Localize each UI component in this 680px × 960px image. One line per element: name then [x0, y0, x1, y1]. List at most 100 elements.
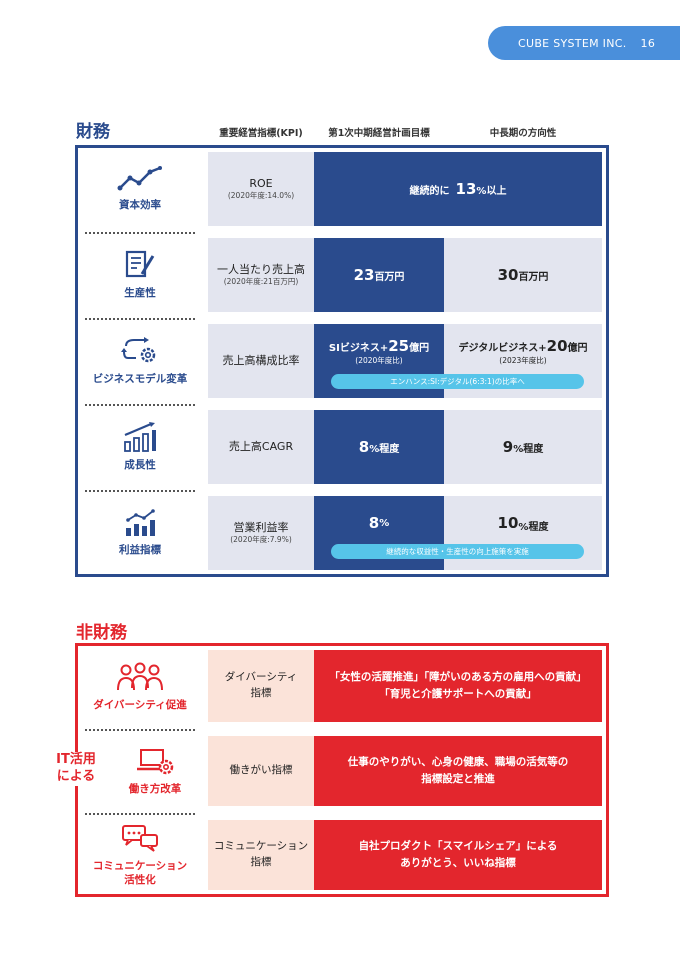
goal-cell: 「女性の活躍推進」「障がいのある方の雇用への貢献」 「育児と介護サポートへの貢献… [314, 650, 602, 722]
target-sub: (2020年度比) [355, 356, 403, 365]
indicator-cell: コミュニケーション 指標 [208, 820, 314, 890]
row-label-profit: 利益指標 [80, 496, 200, 570]
target-suffix: % [379, 518, 390, 529]
indicator-cell: 働きがい指標 [208, 736, 314, 806]
laptop-gear-icon [135, 746, 175, 776]
indicator-line-1: コミュニケーション [213, 840, 309, 853]
goal-line-2: 指標設定と推進 [421, 773, 495, 785]
kpi-cell: 営業利益率 (2020年度:7.9%) [208, 496, 314, 570]
row-divider [85, 729, 195, 731]
it-utilization-label: IT活用 による [44, 752, 108, 786]
direction-value: 30 [497, 266, 519, 284]
target-value: 8 [368, 514, 380, 532]
header-target: 第1次中期経営計画目標 [328, 128, 430, 139]
target-cell-merged: 継続的に 13 %以上 [314, 152, 602, 226]
line-chart-icon [117, 165, 163, 192]
row-label-text: 生産性 [124, 286, 156, 299]
row-label-capital-efficiency: 資本効率 [80, 152, 200, 226]
kpi-sub: (2020年度:7.9%) [230, 535, 292, 545]
target-value: 13 [455, 180, 477, 198]
chat-bubbles-icon [120, 823, 160, 853]
goal-line-2: 「育児と介護サポートへの貢献」 [379, 688, 537, 700]
people-icon [116, 662, 164, 692]
kpi-cell: 売上高構成比率 [208, 324, 314, 398]
row-label-text: 利益指標 [119, 543, 161, 556]
header-direction: 中長期の方向性 [489, 128, 557, 139]
row-label-communication: コミュニケーション 活性化 [80, 818, 200, 892]
indicator-line-2: 指標 [250, 687, 272, 699]
kpi-name: 一人当たり売上高 [217, 263, 305, 277]
goal-line-2: ありがとう、いいね指標 [400, 857, 516, 869]
label-line-1: コミュニケーション [92, 859, 188, 872]
direction-value: 9 [502, 438, 514, 456]
indicator-line-1: 働きがい指標 [229, 764, 293, 777]
goal-line-1: 自社プロダクト「スマイルシェア」による [358, 840, 558, 853]
target-value: 25 [388, 337, 410, 355]
target-value: 8 [358, 438, 370, 456]
nonfinancial-title: 非財務 [76, 623, 127, 643]
row-label-business-model: ビジネスモデル変革 [80, 324, 200, 398]
page-number: 16 [640, 36, 656, 50]
row-label-text: ビジネスモデル変革 [92, 372, 188, 385]
target-cell: 8 %程度 [314, 410, 444, 484]
row-label-text: ダイバーシティ促進 [93, 698, 187, 711]
direction-suffix: 億円 [567, 343, 588, 354]
row-divider [85, 813, 195, 815]
direction-suffix: %程度 [513, 443, 544, 455]
row-divider [85, 404, 195, 406]
target-prefix: 継続的に [409, 185, 450, 197]
financial-box [75, 145, 609, 577]
kpi-name: 売上高CAGR [228, 440, 294, 454]
target-suffix: 百万円 [374, 271, 405, 283]
cycle-gear-icon [120, 336, 160, 366]
kpi-cell: ROE (2020年度:14.0%) [208, 152, 314, 226]
kpi-name: 売上高構成比率 [222, 354, 300, 368]
header-kpi: 重要経営指標(KPI) [219, 128, 303, 139]
row-label-diversity: ダイバーシティ促進 [80, 650, 200, 724]
target-cell: 23 百万円 [314, 238, 444, 312]
kpi-cell: 売上高CAGR [208, 410, 314, 484]
direction-suffix: %程度 [518, 522, 549, 533]
label-line-2: 活性化 [124, 874, 156, 886]
bar-growth-icon [122, 421, 158, 452]
target-suffix: %以上 [476, 185, 507, 197]
kpi-name: 営業利益率 [233, 521, 289, 535]
target-value: 23 [353, 266, 375, 284]
goal-line-1: 「女性の活躍推進」「障がいのある方の雇用への貢献」 [329, 671, 587, 684]
company-name: CUBE SYSTEM INC. [518, 36, 627, 50]
kpi-sub: (2020年度:14.0%) [227, 191, 295, 201]
direction-cell: 9 %程度 [444, 410, 602, 484]
target-suffix: %程度 [369, 443, 400, 455]
document-pen-icon [123, 250, 157, 280]
direction-cell: 30 百万円 [444, 238, 602, 312]
it-label-line-2: による [56, 768, 96, 784]
row-label-text: 資本効率 [119, 198, 161, 211]
row-divider [85, 490, 195, 492]
kpi-sub: (2020年度:21百万円) [223, 277, 299, 287]
note-pill: エンハンス:SI:デジタル(6:3:1)の比率へ [331, 374, 584, 389]
goal-cell: 仕事のやりがい、心身の健康、職場の活気等の 指標設定と推進 [314, 736, 602, 806]
kpi-name: ROE [249, 177, 273, 191]
direction-suffix: 百万円 [518, 271, 549, 283]
indicator-line-2: 指標 [250, 856, 272, 868]
direction-value: 10 [497, 514, 519, 532]
header-tab: CUBE SYSTEM INC. 16 [488, 26, 680, 60]
direction-sub: (2023年度比) [499, 356, 547, 365]
row-label-growth: 成長性 [80, 410, 200, 484]
kpi-cell: 一人当たり売上高 (2020年度:21百万円) [208, 238, 314, 312]
row-label-work-style: 働き方改革 [80, 734, 200, 808]
target-suffix: 億円 [409, 343, 430, 354]
direction-prefix: デジタルビジネス+ [458, 343, 547, 354]
bar-line-icon [123, 509, 157, 537]
row-label-text: 働き方改革 [128, 782, 182, 795]
financial-title: 財務 [76, 122, 110, 142]
it-label-line-1: IT活用 [56, 752, 96, 767]
row-divider [85, 232, 195, 234]
goal-line-1: 仕事のやりがい、心身の健康、職場の活気等の [347, 756, 569, 769]
row-label-text: 成長性 [124, 458, 156, 471]
row-label-productivity: 生産性 [80, 238, 200, 312]
indicator-cell: ダイバーシティ 指標 [208, 650, 314, 722]
row-divider [85, 318, 195, 320]
target-prefix: SIビジネス+ [328, 343, 389, 354]
note-pill: 継続的な収益性・生産性の向上施策を実施 [331, 544, 584, 559]
